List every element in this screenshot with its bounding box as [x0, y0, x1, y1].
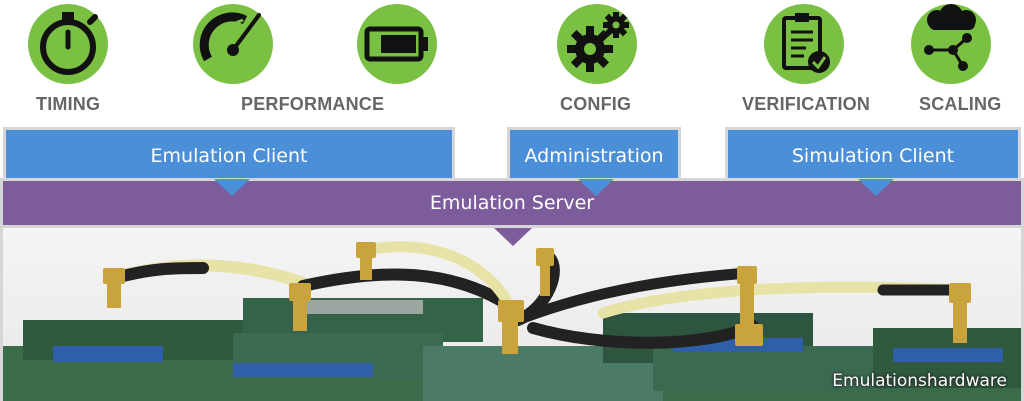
icon-label-performance: PERFORMANCE: [241, 94, 385, 114]
gears-icon: [557, 4, 637, 84]
emulation-client-label: Emulation Client: [150, 144, 308, 167]
simulation-client-box: Simulation Client: [725, 127, 1021, 181]
icon-label-timing: TIMING: [36, 94, 101, 114]
clipboard-check-icon: [764, 4, 844, 84]
emulation-server-box: Emulation Server: [0, 178, 1024, 228]
administration-label: Administration: [524, 144, 664, 167]
administration-box: Administration: [507, 127, 681, 181]
icon-label-scaling: SCALING: [919, 94, 1002, 114]
hardware-illustration: [3, 241, 1021, 401]
hardware-photo: Emulationshardware: [0, 228, 1024, 401]
simulation-to-server-arrow: [858, 179, 894, 196]
speedometer-icon: [193, 4, 273, 84]
admin-to-server-arrow: [578, 179, 614, 196]
simulation-client-label: Simulation Client: [791, 144, 955, 167]
hardware-label: Emulationshardware: [832, 371, 1007, 391]
battery-icon: [357, 4, 437, 84]
emulation-client-box: Emulation Client: [3, 127, 455, 181]
emulation-server-label: Emulation Server: [429, 192, 595, 214]
cloud-network-icon: [911, 4, 991, 84]
icon-label-config: CONFIG: [560, 94, 632, 114]
server-to-hardware-arrow: [494, 228, 532, 246]
client-to-server-arrow: [214, 179, 250, 196]
icon-label-verification: VERIFICATION: [742, 94, 871, 114]
stopwatch-icon: [28, 4, 108, 84]
